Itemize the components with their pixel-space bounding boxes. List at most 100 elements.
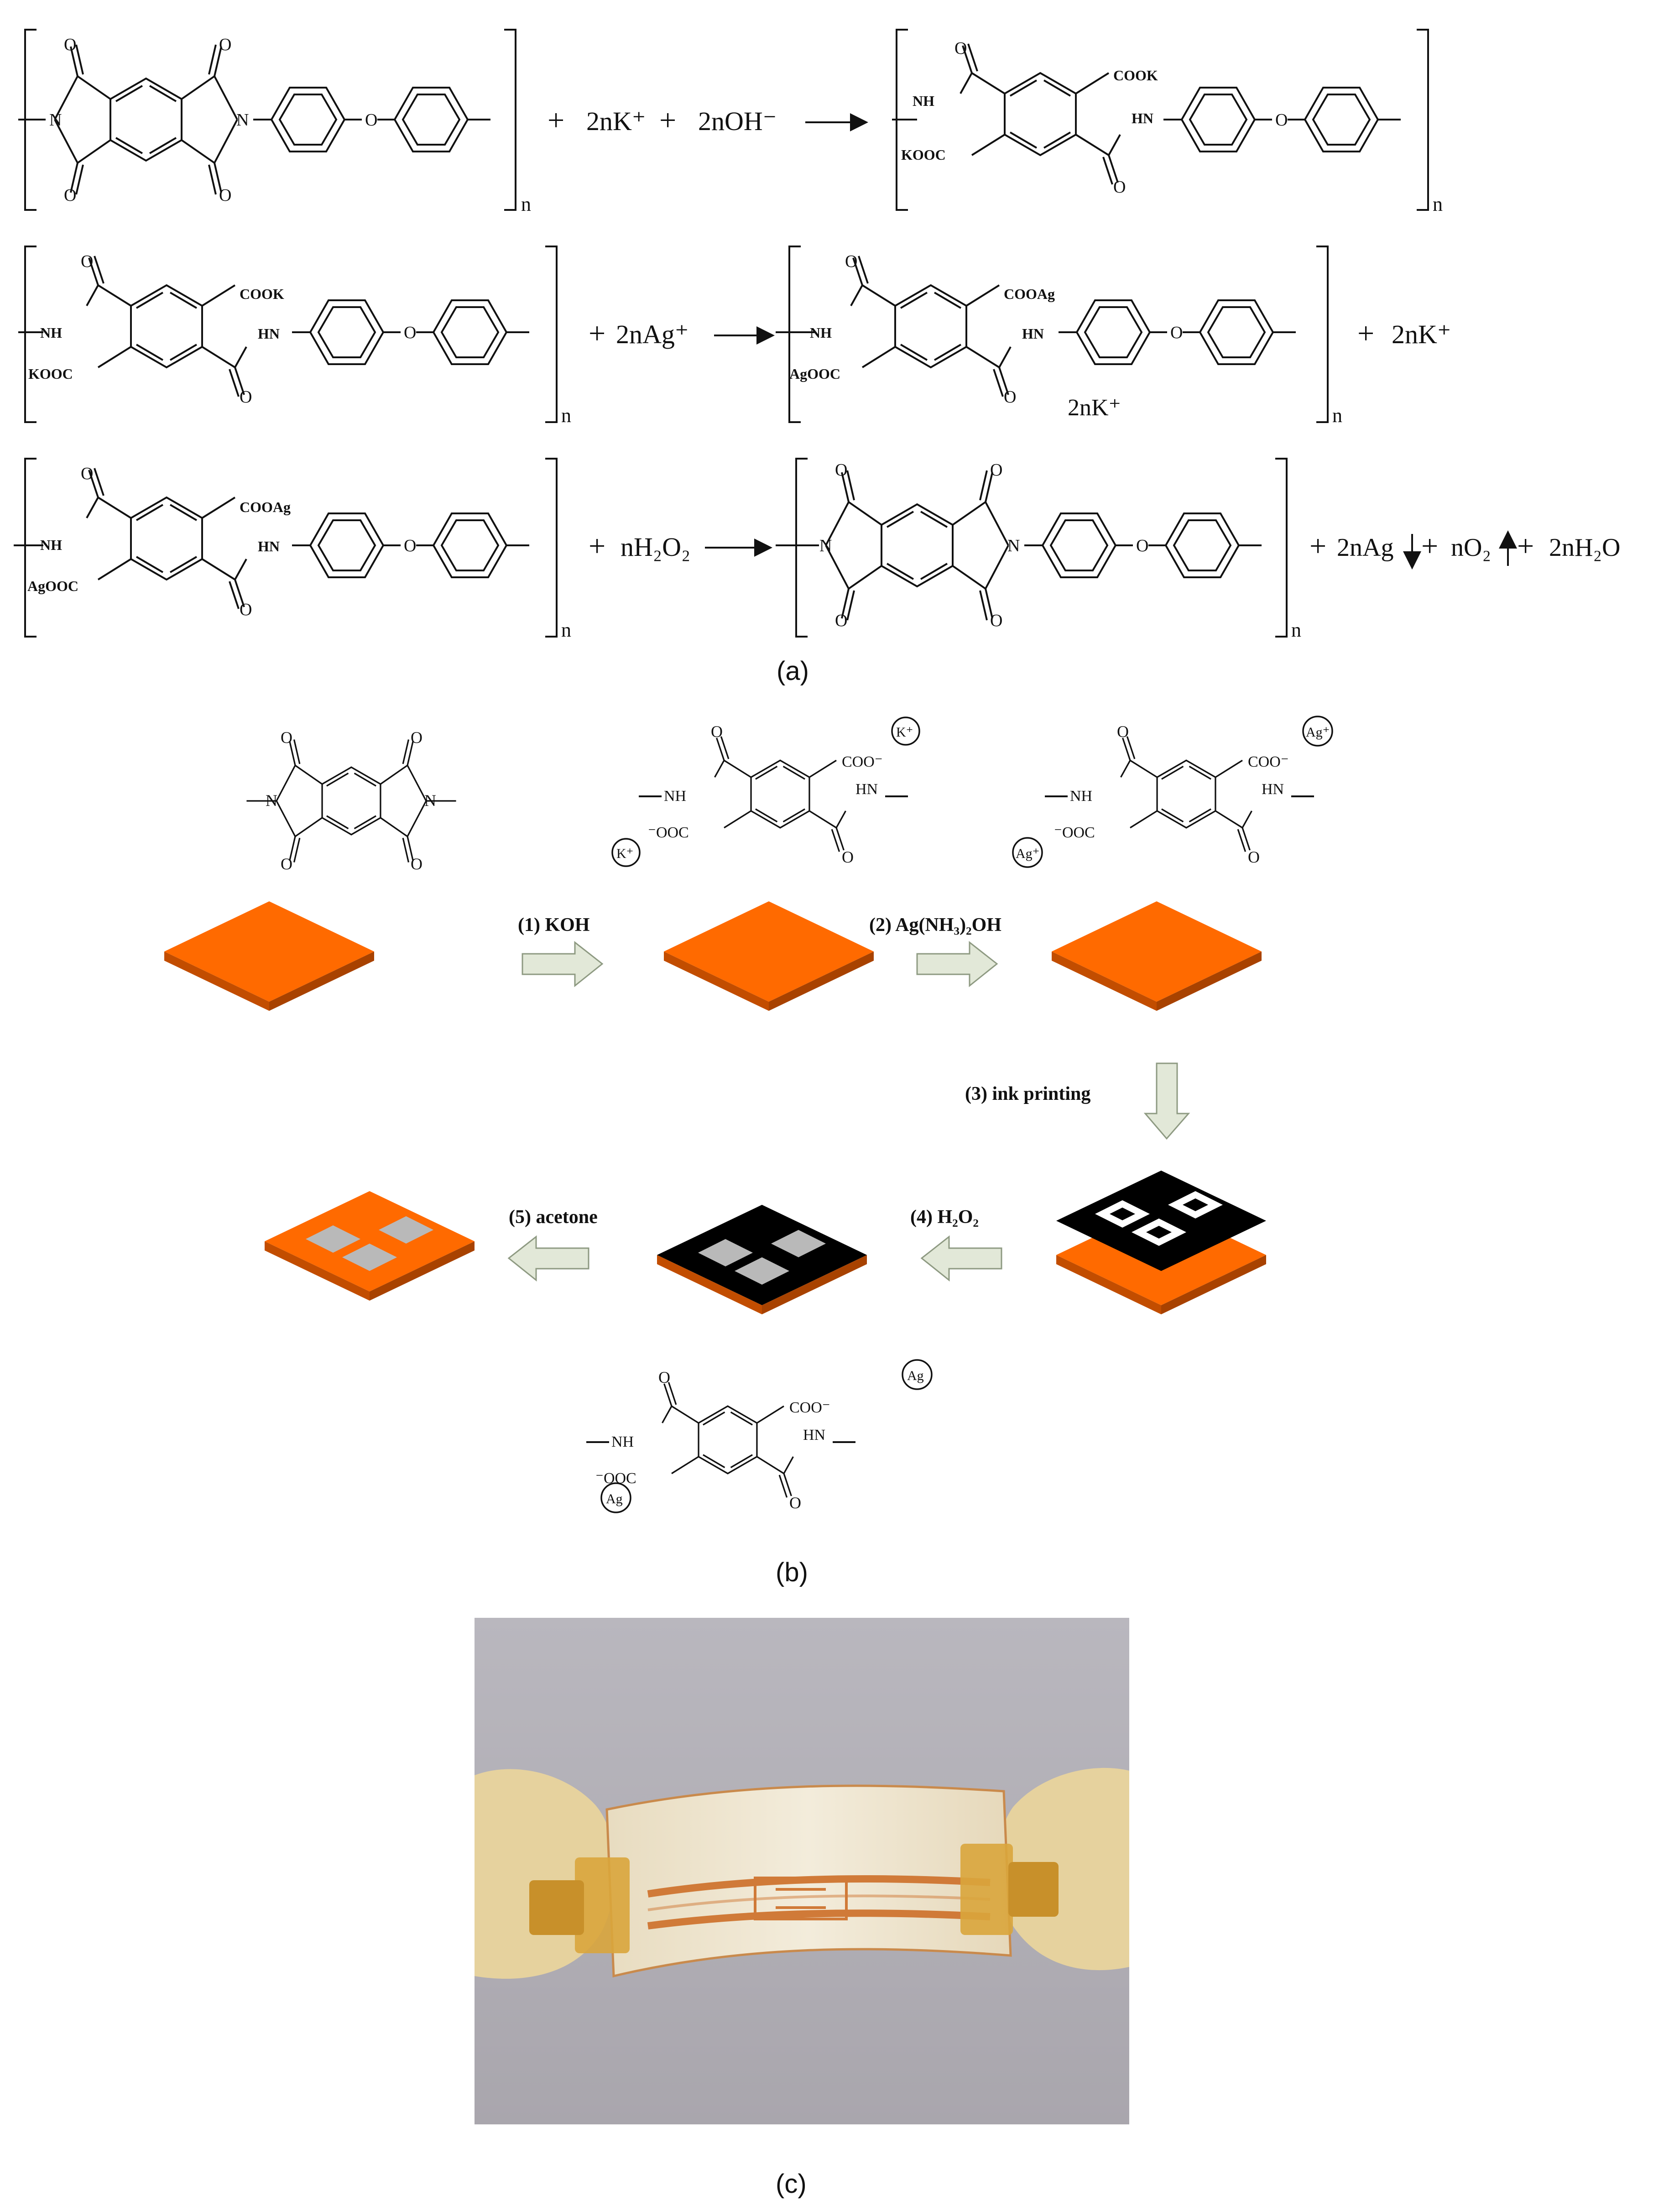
row2-nh: NH	[40, 324, 62, 341]
row1-o-top: O	[954, 39, 967, 58]
row2-product-hn: HN	[1022, 325, 1044, 342]
row3-o-top: O	[81, 464, 93, 483]
row1-product-o-ether: O	[1275, 110, 1288, 130]
row2-byproduct: 2nK⁺	[1392, 319, 1451, 349]
row2-o-bottom: O	[240, 387, 252, 407]
plus-sign: +	[1421, 529, 1438, 563]
row2-inner-note: 2nK⁺	[1068, 395, 1121, 421]
row3-reagent: nH₂O₂	[621, 532, 690, 562]
row1-o-4: O	[219, 186, 231, 205]
row1-imide-core	[54, 44, 238, 195]
b-imide-o: O	[281, 728, 292, 747]
film-3	[1052, 901, 1262, 1011]
b-k-o-bottom: O	[842, 848, 854, 866]
row1-subscript-right: n	[1433, 193, 1443, 215]
ag-metal-structure	[661, 1381, 794, 1498]
step-arrow-1	[522, 941, 604, 988]
row3-o-ether: O	[404, 536, 416, 555]
film-1	[164, 901, 374, 1011]
plus-sign: +	[548, 104, 564, 137]
row3-agooc: AgOOC	[27, 578, 78, 594]
row3-o-bottom: O	[240, 600, 252, 619]
row3-right-bracket-open	[795, 458, 808, 638]
row3-left-bracket-close	[545, 458, 558, 638]
mask-pattern-3	[1168, 1191, 1223, 1218]
row3-subscript-left: n	[561, 619, 571, 641]
row1-o-bottom: O	[1113, 178, 1126, 197]
imide-structure	[246, 738, 456, 863]
row1-left-bracket-close	[504, 29, 516, 211]
row2-subscript-right: n	[1332, 404, 1342, 427]
b-bottom-ooc: ⁻OOC	[595, 1470, 636, 1487]
device-photo	[475, 1618, 1129, 2124]
step-arrow-4	[920, 1235, 1002, 1282]
film-silvered-masked	[657, 1205, 867, 1314]
row1-o-2: O	[219, 35, 231, 54]
plus-sign: +	[589, 317, 605, 350]
row3-byproduct-o2: nO₂	[1451, 533, 1491, 562]
row1-o-1: O	[64, 35, 76, 54]
b-bottom-hn: HN	[803, 1427, 825, 1443]
row3-o-2: O	[990, 460, 1002, 480]
row3-left-bracket-open	[24, 458, 37, 638]
row3-o-4: O	[990, 611, 1002, 630]
row1-open-core	[960, 43, 1121, 185]
b-bottom-o-top: O	[658, 1368, 670, 1386]
plus-sign: +	[1357, 317, 1374, 350]
row1-plus-term-1: 2nK⁺	[586, 106, 646, 136]
row3-right-bracket-close	[1275, 458, 1288, 638]
caption-c: (c)	[776, 2169, 807, 2199]
b-ag-coo: COO⁻	[1248, 753, 1289, 770]
b-k-o-top: O	[711, 722, 723, 741]
b-k-ion-2: K⁺	[616, 846, 634, 861]
row3-o-3: O	[835, 611, 847, 630]
row2-kooc: KOOC	[28, 366, 73, 382]
row2-product-o-bottom: O	[1004, 387, 1016, 407]
row1-n-right: N	[236, 110, 249, 130]
step-label-2: (2) Ag(NH₃)₂OH	[869, 915, 1001, 936]
row2-product-open-core	[850, 255, 1012, 397]
b-imide-o: O	[411, 855, 422, 873]
row1-right-bracket-close	[1417, 29, 1429, 211]
row3-subscript-right: n	[1291, 619, 1301, 641]
b-imide-n-left: N	[266, 791, 277, 810]
row3-cooag: COOAg	[240, 499, 291, 515]
row1-subscript-left: n	[521, 193, 531, 215]
row2-product-nh: NH	[810, 324, 832, 341]
b-bottom-coo: COO⁻	[789, 1399, 830, 1416]
plus-sign: +	[659, 104, 676, 137]
step-arrow-3	[1143, 1062, 1190, 1140]
b-k-hn: HN	[855, 781, 878, 798]
row1-nh: NH	[913, 93, 934, 109]
b-ag-ion-1: Ag⁺	[1306, 725, 1330, 740]
row2-left-bracket-close	[545, 246, 558, 423]
row2-cooag: COOAg	[1004, 286, 1055, 302]
panel-c: (c)	[475, 1618, 1129, 2199]
b-ag-hn: HN	[1262, 781, 1284, 798]
panel-b: N N O O O O NH HN COO⁻ ⁻OOC O O K⁺ K⁺ NH…	[164, 716, 1333, 1587]
film-with-mask	[1056, 1171, 1266, 1314]
b-ag-o-top: O	[1117, 722, 1129, 741]
ag-salt-structure	[1120, 736, 1253, 852]
row2-subscript-left: n	[561, 404, 571, 427]
row3-reaction: NH AgOOC COOAg HN O O O n + nH₂O₂ N N O …	[14, 458, 1620, 641]
row1-kooc: KOOC	[901, 146, 946, 163]
film-final	[265, 1191, 475, 1301]
row1-plus-term-2: 2nOH⁻	[698, 106, 777, 136]
row1-n-left: N	[49, 110, 62, 130]
b-ag-ion-2: Ag⁺	[1016, 846, 1040, 861]
step-label-4: (4) H₂O₂	[910, 1207, 979, 1228]
row2-right-bracket-close	[1316, 246, 1329, 423]
row2-hn: HN	[258, 325, 280, 342]
plus-sign: +	[1517, 529, 1534, 563]
panel-a: N N O O O O O n + 2nK⁺ + 2nOH⁻ NH KOOC C…	[14, 29, 1620, 686]
b-imide-o: O	[281, 855, 292, 873]
step-label-5: (5) acetone	[509, 1207, 598, 1228]
b-ag-nh: NH	[1070, 788, 1092, 805]
plus-sign: +	[589, 529, 605, 563]
b-k-ion-1: K⁺	[896, 725, 913, 740]
row3-hn: HN	[258, 538, 280, 554]
row3-imide-core	[825, 470, 1009, 621]
step-label-3: (3) ink printing	[965, 1083, 1090, 1104]
